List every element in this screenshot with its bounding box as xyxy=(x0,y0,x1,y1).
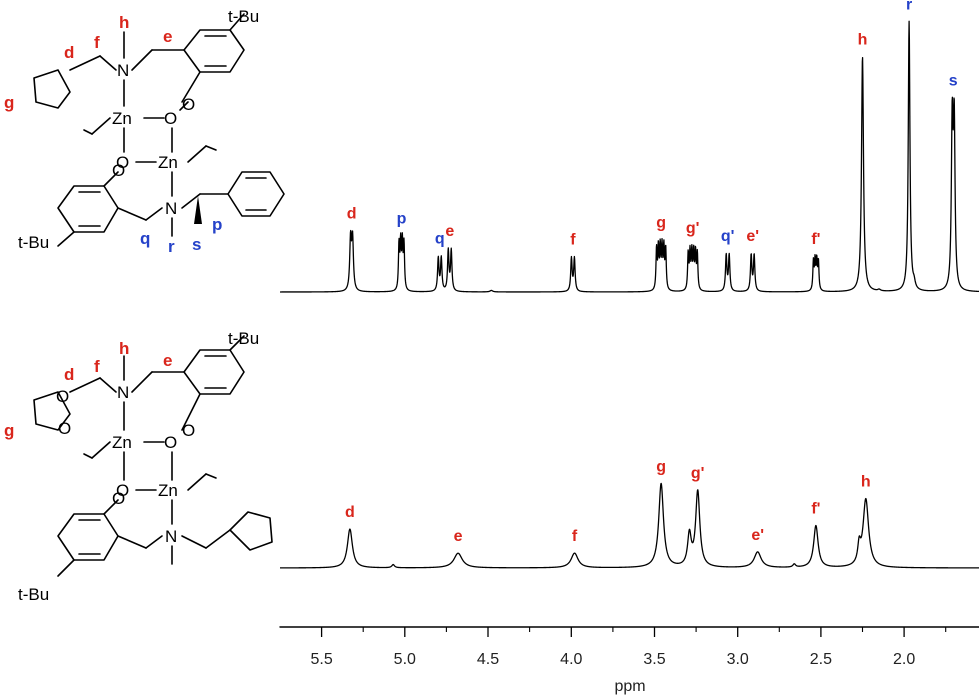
axis-tick-label: 5.0 xyxy=(394,651,416,668)
spectrum-line-bottom xyxy=(279,482,979,569)
peak-label-top: f xyxy=(570,232,576,249)
oxygen-label: O xyxy=(116,153,129,172)
peak-label-top: f' xyxy=(811,231,820,248)
dioxolane-ring-bottom-1 xyxy=(33,391,71,431)
nitrogen-label: N xyxy=(165,527,177,546)
nitrogen-label: N xyxy=(117,61,129,80)
peak-label-bottom: f xyxy=(572,528,578,545)
axis-tick-label: 3.5 xyxy=(643,651,665,668)
oxygen-label: O xyxy=(56,387,69,406)
label-e: e xyxy=(163,27,172,46)
label-q: q xyxy=(140,229,150,248)
peak-label-top: d xyxy=(347,206,357,223)
peak-label-top: p xyxy=(397,210,407,227)
label-h: h xyxy=(119,339,129,358)
label-r: r xyxy=(168,237,175,256)
label-d: d xyxy=(64,365,74,384)
spectrum-line-top xyxy=(279,20,979,293)
label-h: h xyxy=(119,13,129,32)
axis-tick-label: 2.0 xyxy=(893,651,915,668)
dioxolane-ring-bottom-2 xyxy=(229,511,273,551)
axis-tick-label: 2.5 xyxy=(810,651,832,668)
benzene-ring-top-2 xyxy=(57,185,119,233)
oxygen-label: O xyxy=(164,433,177,452)
peak-label-top: e' xyxy=(746,228,759,245)
peak-label-bottom: e' xyxy=(751,527,764,544)
label-s: s xyxy=(192,235,201,254)
label-f: f xyxy=(94,33,100,52)
oxygen-label: O xyxy=(116,481,129,500)
label-e: e xyxy=(163,351,172,370)
ppm-axis: ppm 5.5 5.0 4.5 4.0 3.5 3.0 2.5 2.0 xyxy=(279,626,979,695)
axis-label: ppm xyxy=(614,678,645,695)
label-d: d xyxy=(64,43,74,62)
peak-label-bottom: h xyxy=(861,474,871,491)
peak-label-bottom: d xyxy=(345,504,355,521)
tbu-label: t-Bu xyxy=(228,329,259,348)
peak-label-top: g xyxy=(656,214,666,231)
axis-tick-label: 4.0 xyxy=(560,651,582,668)
oxygen-label: O xyxy=(182,421,195,440)
label-g: g xyxy=(4,421,14,440)
oxygen-label: O xyxy=(112,161,125,180)
axis-tick-label: 3.0 xyxy=(727,651,749,668)
benzene-ring-bottom-2 xyxy=(57,513,119,561)
oxygen-label: O xyxy=(112,489,125,508)
axis-tick-label: 4.5 xyxy=(477,651,499,668)
zinc-label: Zn xyxy=(112,109,132,128)
zinc-label: Zn xyxy=(158,153,178,172)
oxygen-label: O xyxy=(58,419,71,438)
peak-label-top: h xyxy=(858,31,868,48)
peak-label-top: s xyxy=(949,72,958,89)
oxygen-label: O xyxy=(164,109,177,128)
oxygen-label: O xyxy=(182,95,195,114)
peak-label-top: r xyxy=(906,0,912,13)
zinc-label: Zn xyxy=(112,433,132,452)
tbu-label: t-Bu xyxy=(18,233,49,252)
axis-tick-label: 5.5 xyxy=(310,651,332,668)
peak-label-top: q xyxy=(435,231,445,248)
nitrogen-label: N xyxy=(117,383,129,402)
peak-label-bottom: g' xyxy=(691,465,705,482)
nitrogen-label: N xyxy=(165,199,177,218)
peak-label-top: e xyxy=(445,223,454,240)
label-f: f xyxy=(94,357,100,376)
peak-label-bottom: e xyxy=(454,528,463,545)
label-p: p xyxy=(212,215,222,234)
dioxolane-ring-top xyxy=(33,69,71,109)
structure-bottom: t-Bu t-Bu O O N Zn O O O Zn O N d f h e … xyxy=(4,329,273,604)
tbu-label: t-Bu xyxy=(18,585,49,604)
peak-label-bottom: f' xyxy=(811,501,820,518)
structure-top: t-Bu t-Bu N Zn O O O Zn O N d f h e g q … xyxy=(4,7,285,256)
peak-label-top: q' xyxy=(721,228,735,245)
tbu-label: t-Bu xyxy=(228,7,259,26)
zinc-label: Zn xyxy=(158,481,178,500)
label-g: g xyxy=(4,93,14,112)
phenyl-ring-top xyxy=(227,171,285,217)
peak-label-bottom: g xyxy=(656,458,666,475)
peak-label-top: g' xyxy=(686,220,700,237)
wedge-bond xyxy=(194,196,202,224)
